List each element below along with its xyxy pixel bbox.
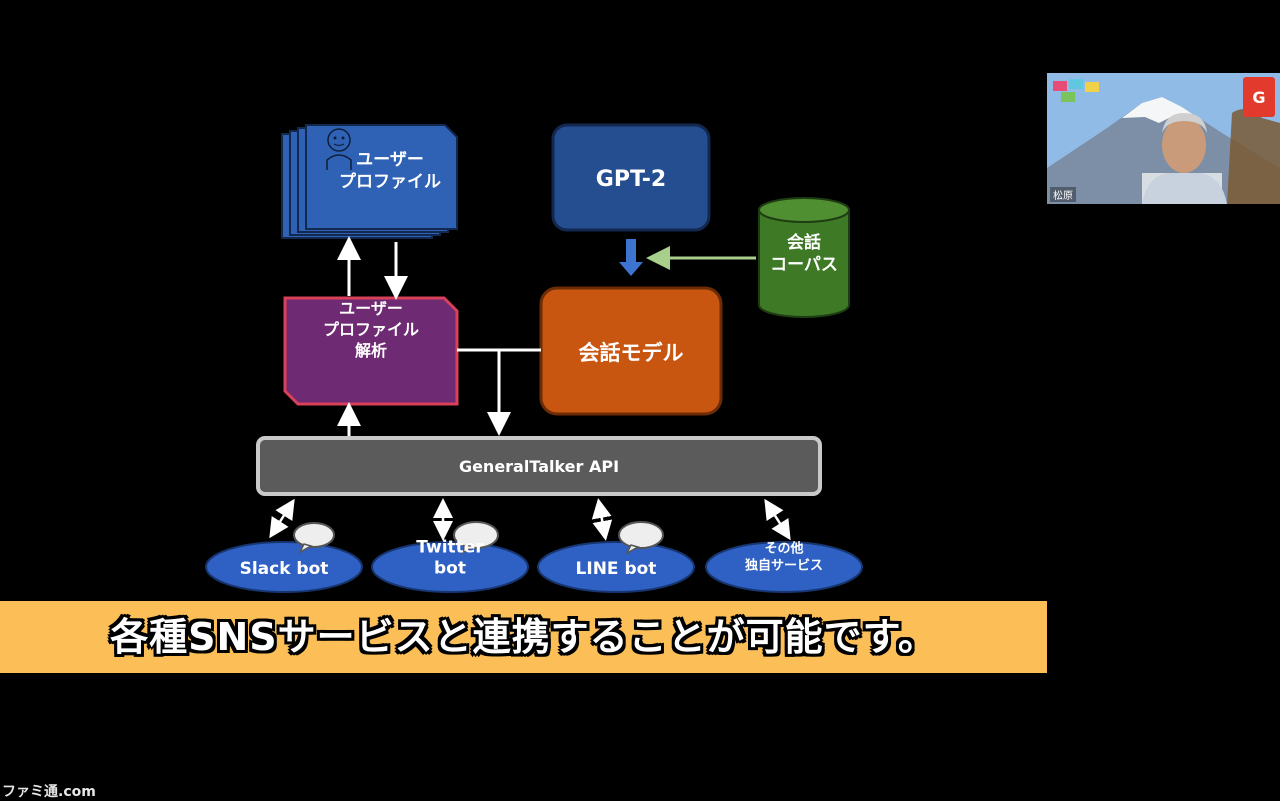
profile-analysis-label: ユーザープロファイル解析: [323, 299, 419, 360]
conversation-model-node: 会話モデル: [539, 286, 723, 416]
user-profile-label: ユーザープロファイル: [339, 150, 441, 192]
api-node: GeneralTalker API: [256, 436, 822, 496]
conversation-model-label: 会話モデル: [579, 341, 684, 365]
corpus-label: 会話コーパス: [770, 232, 838, 275]
gpt2-label: GPT-2: [596, 167, 666, 192]
svg-text:G: G: [1252, 88, 1265, 107]
slack-api-arrow: [269, 498, 295, 539]
other-service-node: その他独自サービス: [705, 541, 863, 593]
webcam-image: G: [1047, 73, 1280, 204]
down-arrow-icon: [619, 239, 643, 276]
profile-analysis-node: ユーザープロファイル解析: [283, 296, 459, 406]
bot-label: Slack bot: [240, 559, 329, 579]
api-label: GeneralTalker API: [459, 457, 619, 476]
speech-bubble-icon: [618, 521, 664, 555]
speaker-name: 松原: [1050, 187, 1076, 202]
speaker-webcam: G: [1047, 73, 1280, 204]
bot-label: その他独自サービス: [745, 541, 823, 574]
bot-label: LINE bot: [576, 559, 657, 579]
gpt2-node: GPT-2: [551, 123, 711, 232]
speech-bubble-icon: [293, 522, 335, 554]
line-bot-node: LINE bot: [537, 521, 695, 593]
person-icon: [326, 128, 352, 170]
other-api-arrow: [764, 498, 791, 541]
slack-bot-node: Slack bot: [205, 522, 363, 593]
caption-text: 各種SNSサービスと連携することが可能です。: [110, 615, 937, 659]
speech-bubble-icon: [453, 521, 499, 555]
corpus-node: 会話コーパス: [758, 197, 850, 318]
user-profile-node: ユーザープロファイル: [281, 124, 458, 239]
watermark: ファミ通.com: [2, 784, 96, 800]
caption-bar: [0, 601, 1047, 673]
line-api-arrow: [591, 498, 613, 541]
